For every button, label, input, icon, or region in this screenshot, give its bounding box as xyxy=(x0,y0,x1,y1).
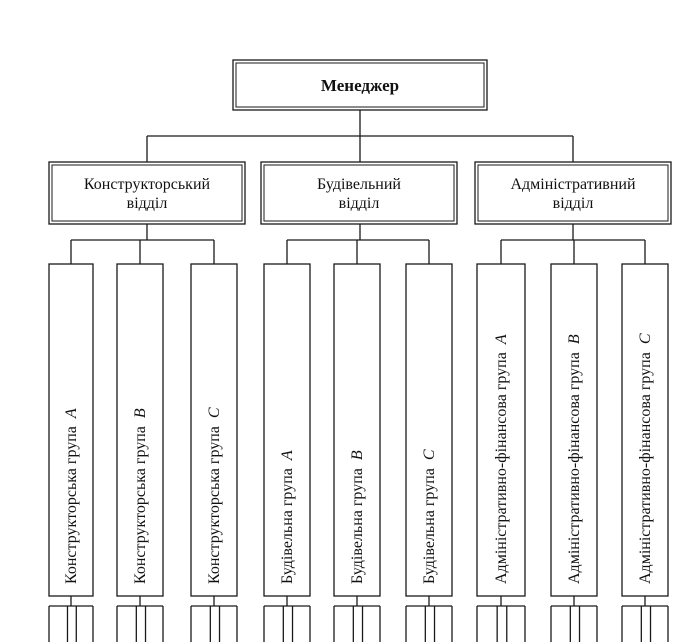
group-box xyxy=(621,263,669,597)
sub-unit-stubs xyxy=(48,596,669,642)
group-label-text: Конструкторська група xyxy=(132,418,149,584)
department-label-line2: відділ xyxy=(339,195,380,212)
group-label-letter: A xyxy=(279,450,296,461)
group-box xyxy=(333,263,381,597)
group-label: Конструкторська група A xyxy=(63,408,80,584)
root-box-outer xyxy=(232,59,488,111)
department-box xyxy=(260,161,458,225)
group-label-letter: B xyxy=(132,408,149,418)
group-label: Конструкторська група B xyxy=(132,408,149,584)
group-label-text: Будівельна група xyxy=(421,460,438,584)
group-label-text: Будівельна група xyxy=(349,460,366,584)
group-label: Будівельна група C xyxy=(421,449,438,584)
group-node: Адміністративно-фінансова група C xyxy=(621,263,669,597)
group-node: Адміністративно-фінансова група A xyxy=(476,263,526,597)
department-construction: Будівельний відділ xyxy=(260,161,458,225)
department-box xyxy=(48,161,246,225)
department-constructor: Конструкторський відділ xyxy=(48,161,246,225)
group-label-text: Конструкторська група xyxy=(206,418,223,584)
department-label-line2: відділ xyxy=(553,195,594,212)
department-label-line2: відділ xyxy=(127,195,168,212)
root-label: Менеджер xyxy=(321,76,399,95)
group-label-text: Адміністративно-фінансова група xyxy=(493,344,510,584)
department-box xyxy=(474,161,672,225)
group-node: Адміністративно-фінансова група B xyxy=(550,263,598,597)
root-node: Менеджер xyxy=(232,59,488,111)
department-label-line1: Конструкторський xyxy=(84,176,211,193)
group-label-letter: B xyxy=(566,334,583,344)
group-label-text: Конструкторська група xyxy=(63,418,80,584)
group-label-text: Адміністративно-фінансова група xyxy=(566,344,583,584)
group-box xyxy=(190,263,238,597)
department-label-line1: Будівельний xyxy=(317,176,401,193)
group-label: Будівельна група B xyxy=(349,450,366,584)
group-label-letter: A xyxy=(63,408,80,419)
group-label-letter: C xyxy=(206,407,223,418)
group-node: Конструкторська група B xyxy=(116,263,164,597)
group-box xyxy=(476,263,526,597)
department-box-inner xyxy=(477,164,669,222)
group-node: Будівельна група B xyxy=(333,263,381,597)
group-node: Будівельна група C xyxy=(405,263,453,597)
group-node: Конструкторська група C xyxy=(190,263,238,597)
group-label: Адміністративно-фінансова група A xyxy=(493,334,510,584)
group-box xyxy=(405,263,453,597)
department-label-line1: Адміністративний xyxy=(510,176,635,193)
group-label: Будівельна група A xyxy=(279,450,296,584)
department-administrative: Адміністративний відділ xyxy=(474,161,672,225)
group-box xyxy=(116,263,164,597)
group-label-letter: C xyxy=(637,333,654,344)
group-label-text: Будівельна група xyxy=(279,460,296,584)
group-box xyxy=(48,263,94,597)
group-label-text: Адміністративно-фінансова група xyxy=(637,344,654,584)
connector-lines xyxy=(70,110,646,264)
group-node: Конструкторська група A xyxy=(48,263,94,597)
group-label: Конструкторська група C xyxy=(206,407,223,584)
root-box-inner xyxy=(235,62,485,108)
department-box-inner xyxy=(263,164,455,222)
group-label-letter: B xyxy=(349,450,366,460)
group-label: Адміністративно-фінансова група C xyxy=(637,333,654,584)
group-label-letter: A xyxy=(493,334,510,345)
group-label: Адміністративно-фінансова група B xyxy=(566,334,583,584)
department-box-inner xyxy=(51,164,243,222)
group-label-letter: C xyxy=(421,449,438,460)
group-node: Будівельна група A xyxy=(263,263,311,597)
